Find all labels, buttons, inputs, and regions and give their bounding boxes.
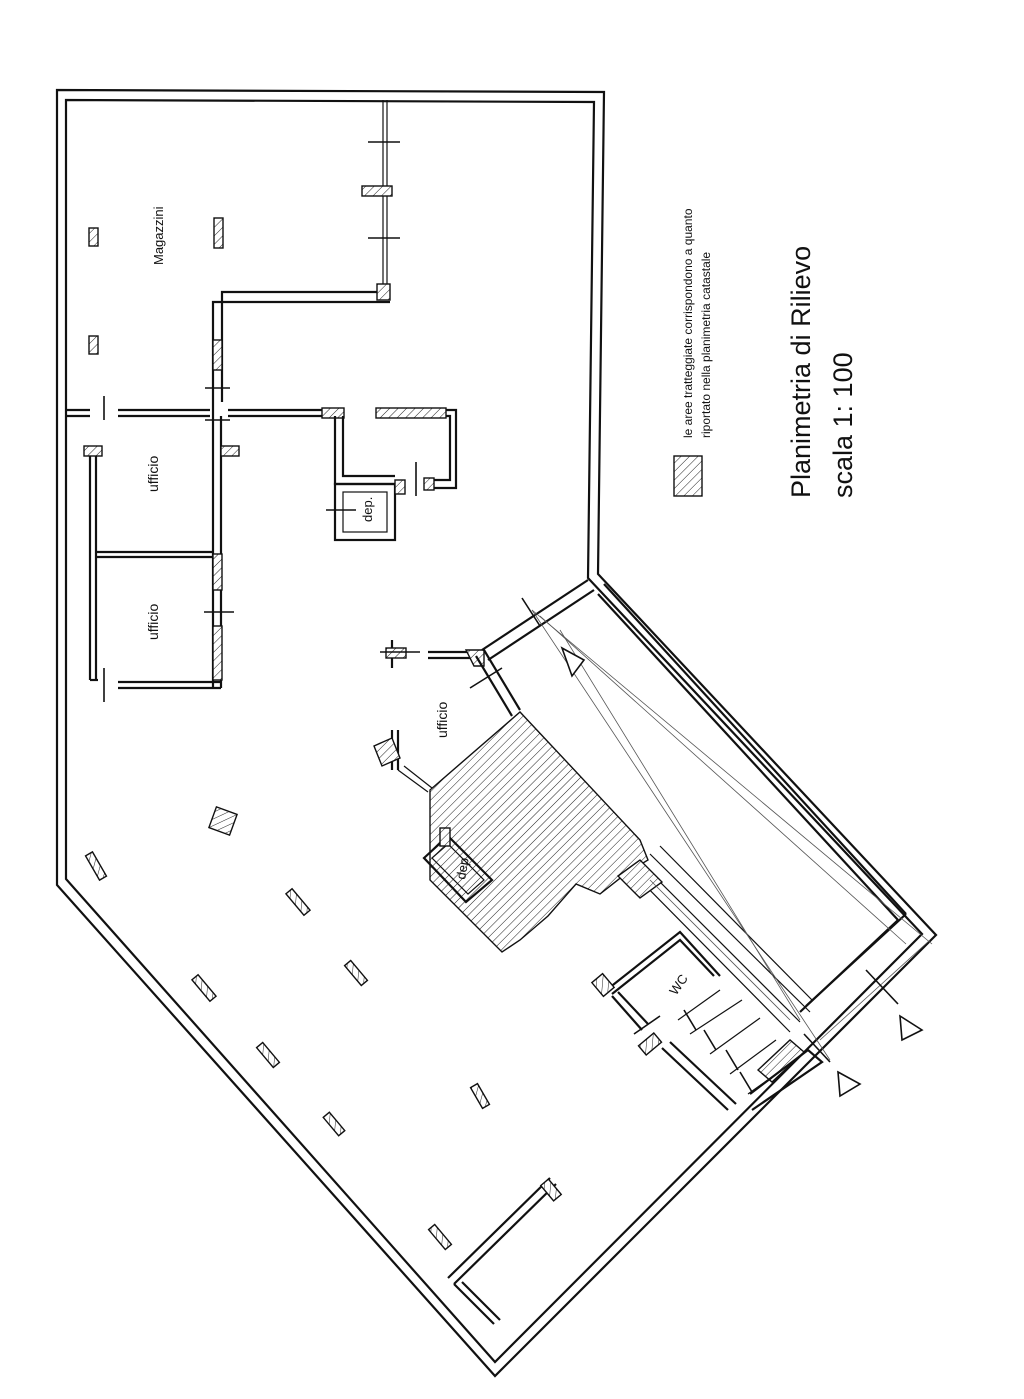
ufficio-rooms-left: ufficio ufficio — [83, 410, 240, 702]
legend: le aree tratteggiate corrispondono a qua… — [673, 208, 713, 497]
room-label-ufficio-2: ufficio — [145, 603, 161, 640]
room-label-wc: WC — [666, 971, 691, 997]
corridor-walls — [66, 387, 447, 421]
ufficio-center: ufficio — [373, 579, 595, 793]
plan-scale: scala 1: 100 — [828, 352, 858, 498]
right-corridor — [521, 583, 933, 1063]
legend-text-line2: riportato nella planimetria catastale — [699, 252, 713, 438]
staircase — [616, 845, 813, 1083]
room-label-magazzini: Magazzini — [151, 206, 166, 265]
title-block: Planimetria di Rilievo scala 1: 100 — [786, 246, 858, 498]
view-marker-triangle — [899, 1014, 924, 1042]
hall-pillars — [84, 806, 491, 1251]
room-label-dep-2: dep. — [453, 853, 472, 881]
plan-title: Planimetria di Rilievo — [786, 246, 816, 498]
view-marker-triangle — [560, 646, 586, 678]
magazzini-area: Magazzini — [88, 100, 400, 410]
view-marker-triangle — [837, 1070, 862, 1098]
bottom-inner-wall — [447, 1177, 563, 1325]
room-label-ufficio-1: ufficio — [145, 455, 161, 492]
room-label-ufficio-3: ufficio — [434, 701, 450, 738]
legend-hatch-swatch — [673, 455, 703, 497]
view-markers — [560, 646, 924, 1098]
outer-perimeter — [55, 88, 938, 1378]
room-label-dep-1: dep. — [360, 497, 375, 522]
legend-text-line1: le aree tratteggiate corrispondono a qua… — [681, 208, 695, 438]
wc-block: WC — [590, 930, 824, 1111]
hatched-cadastral-area: dep. — [422, 711, 649, 953]
deposito-area-upper: dep. — [326, 408, 458, 542]
